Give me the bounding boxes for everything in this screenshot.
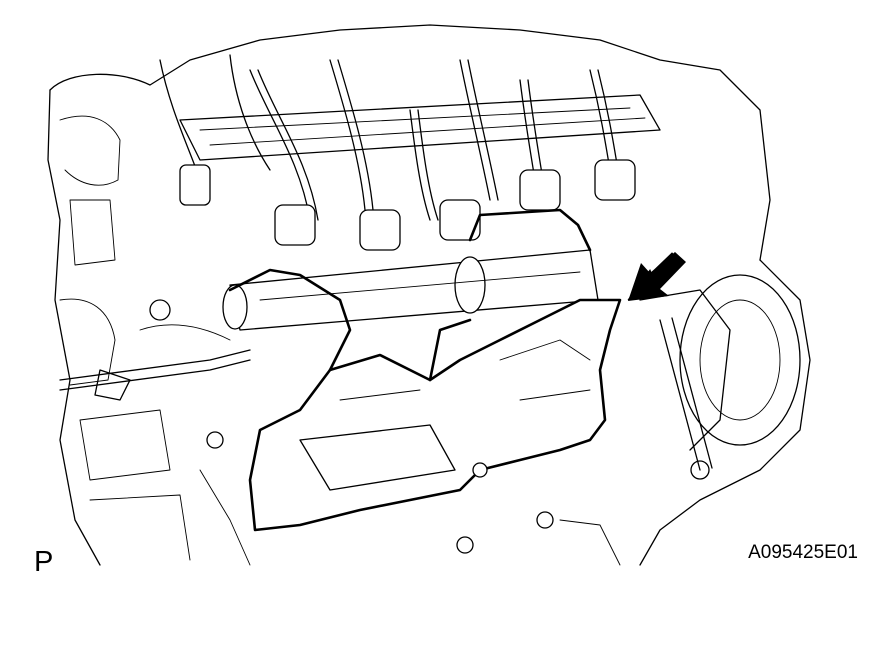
- cylinder-head: [159, 54, 661, 181]
- pulley: [639, 274, 801, 471]
- bolts: [149, 299, 710, 554]
- injection-pipes: [249, 59, 619, 221]
- engine-block: [47, 24, 811, 566]
- figure-id: A095425E01: [748, 542, 858, 563]
- pointer-arrow: [627, 252, 686, 301]
- injectors: [179, 159, 636, 251]
- wiring-harness: [59, 324, 251, 401]
- view-label: P: [34, 546, 54, 578]
- heat-insulator: [228, 208, 622, 532]
